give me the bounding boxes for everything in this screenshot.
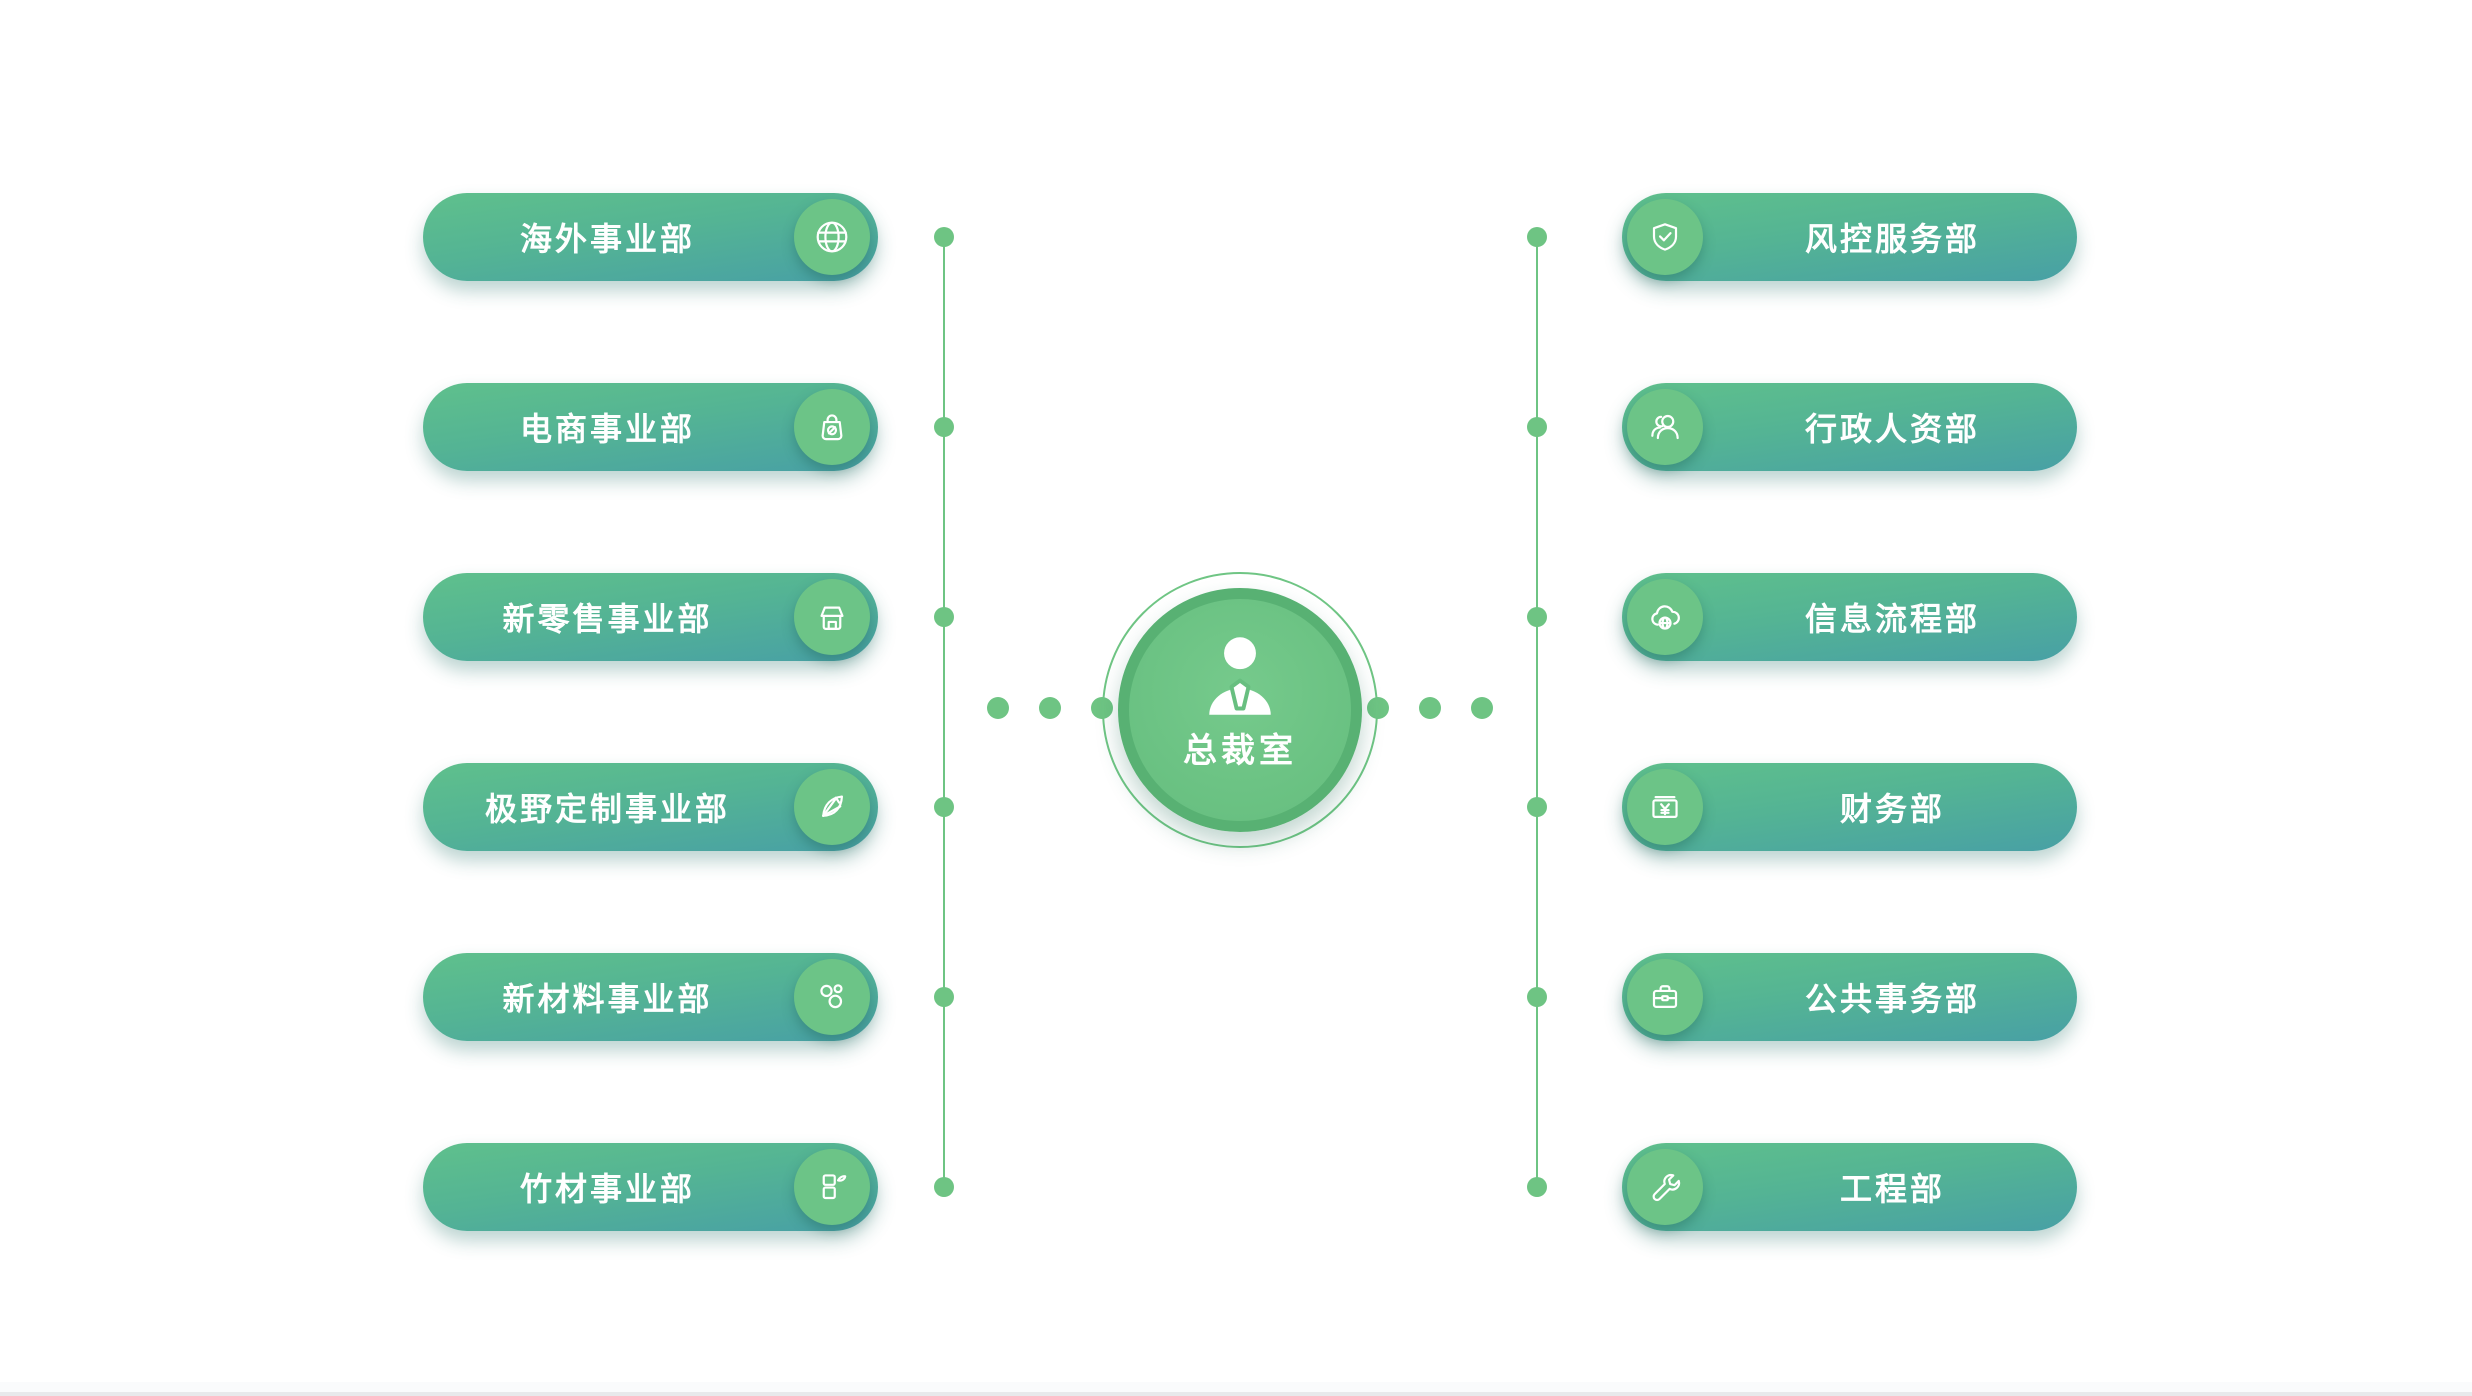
connector-dot [987,697,1009,719]
dept-node-info-process: 信息流程部 [1622,573,2077,661]
dept-label: 信息流程部 [1804,601,1980,637]
dept-label: 极野定制事业部 [484,791,730,827]
dept-label: 竹材事业部 [519,1171,695,1207]
dept-node-public-affairs: 公共事务部 [1622,953,2077,1041]
page-edge-line [0,1392,2472,1396]
connector-dot [934,417,954,437]
dept-label: 海外事业部 [519,221,695,257]
dept-label: 公共事务部 [1804,981,1980,1017]
connector-dot [934,1177,954,1197]
connector-dot [1527,987,1547,1007]
dept-label: 财务部 [1839,791,1945,827]
page-edge [0,1382,2472,1392]
connector-dot [1039,697,1061,719]
wrench-icon [1627,1149,1703,1225]
dept-node-finance: 财务部 [1622,763,2077,851]
connector-dot [1527,797,1547,817]
dept-node-risk-control: 风控服务部 [1622,193,2077,281]
connector-dot [934,607,954,627]
globe-icon [794,199,870,275]
dept-node-overseas: 海外事业部 [423,193,878,281]
dept-label: 风控服务部 [1804,221,1980,257]
right-connector-line [1536,237,1538,1187]
connector-dot [1419,697,1441,719]
dept-label: 行政人资部 [1804,411,1980,447]
connector-dot [1527,1177,1547,1197]
dept-node-new-retail: 新零售事业部 [423,573,878,661]
dept-node-bamboo: 竹材事业部 [423,1143,878,1231]
shopping-bag-icon [794,389,870,465]
dept-node-new-materials: 新材料事业部 [423,953,878,1041]
bamboo-icon [794,1149,870,1225]
molecule-icon [794,959,870,1035]
dept-node-hr-admin: 行政人资部 [1622,383,2077,471]
dept-label: 新零售事业部 [502,601,713,637]
ceo-office-node: 总裁室 [1118,588,1362,832]
fan-leaf-icon [794,769,870,845]
connector-dot [1471,697,1493,719]
banknote-yen-icon [1627,769,1703,845]
center-orbit-ring [1102,572,1378,848]
shield-check-icon [1627,199,1703,275]
connector-dot [934,797,954,817]
connector-dot [934,227,954,247]
center-node-label: 总裁室 [1183,732,1297,770]
dept-node-engineering: 工程部 [1622,1143,2077,1231]
left-connector-line [943,237,945,1187]
connector-dot [934,987,954,1007]
dept-label: 新材料事业部 [502,981,713,1017]
connector-dot [1527,417,1547,437]
dept-node-custom: 极野定制事业部 [423,763,878,851]
connector-dot [1527,227,1547,247]
dept-label: 工程部 [1839,1171,1945,1207]
briefcase-icon [1627,959,1703,1035]
person-icon [1209,637,1271,715]
cloud-globe-icon [1627,579,1703,655]
dept-label: 电商事业部 [519,411,695,447]
storefront-icon [794,579,870,655]
connector-dot [1527,607,1547,627]
users-icon [1627,389,1703,465]
dept-node-ecommerce: 电商事业部 [423,383,878,471]
